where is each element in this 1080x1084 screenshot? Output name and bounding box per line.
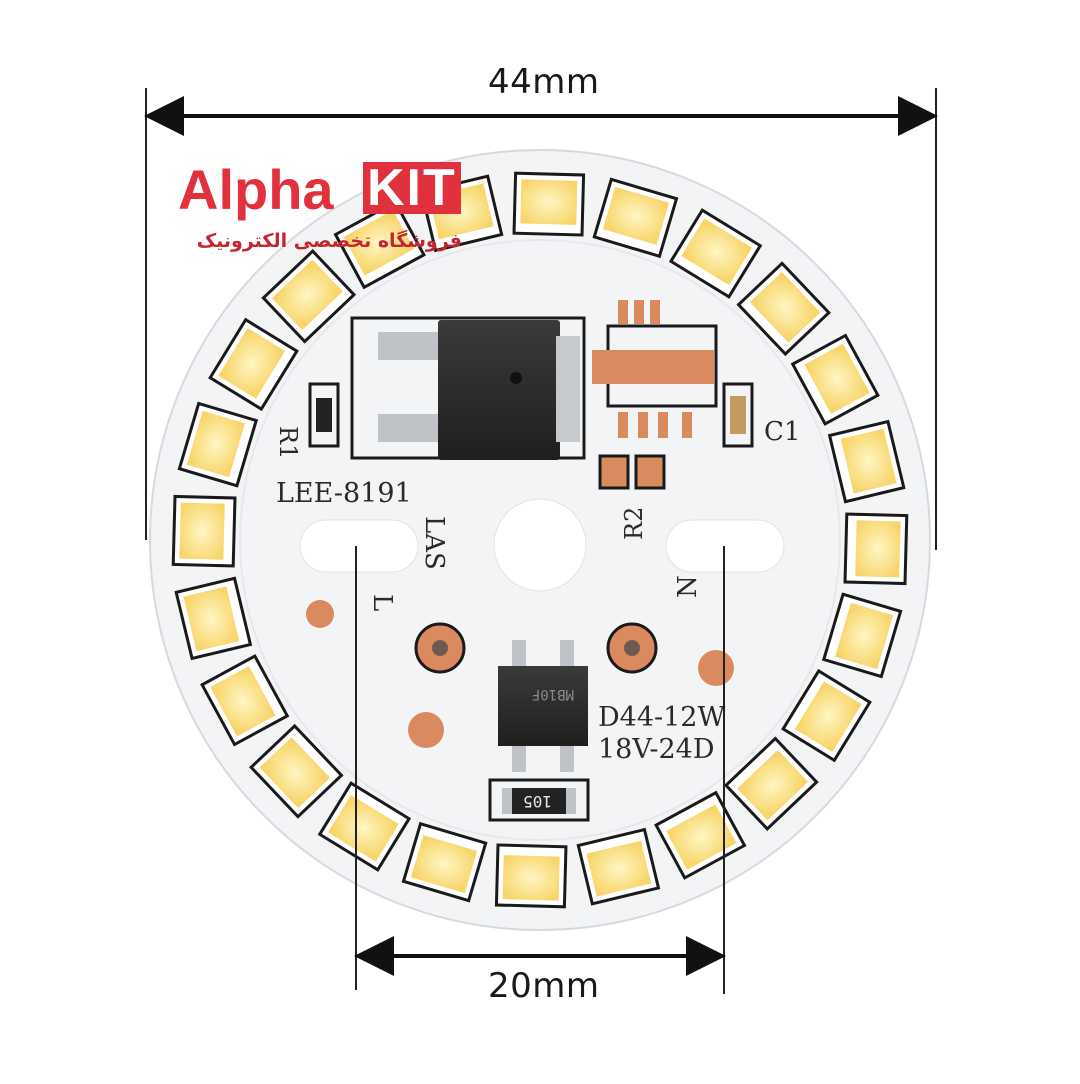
led-chip — [827, 419, 906, 504]
logo-text-kit: KIT — [363, 162, 461, 214]
led-chip — [261, 249, 357, 344]
label-r1: R1 — [274, 426, 302, 459]
led-chip — [317, 781, 412, 872]
led-chip — [723, 736, 819, 831]
label-model: LEE-8191 — [276, 478, 412, 509]
led-chip — [843, 512, 909, 586]
led-chip — [512, 171, 586, 237]
led-chip — [177, 401, 259, 488]
led-chip — [171, 494, 237, 568]
logo-text-alpha: Alpha — [178, 158, 334, 221]
led-chip — [576, 827, 661, 906]
label-rating: D44-12W — [598, 702, 725, 733]
led-chip — [208, 317, 299, 412]
led-chip — [790, 333, 880, 426]
dimension-width-label: 44mm — [488, 62, 600, 102]
label-r2: R2 — [620, 507, 648, 540]
center-mount-hole — [493, 498, 587, 592]
label-bridge-code: MB10F — [532, 686, 574, 702]
label-resistor-code: 105 — [523, 792, 552, 811]
resistor-r1 — [308, 382, 340, 448]
led-ring — [171, 171, 909, 909]
led-chip — [494, 843, 568, 909]
resistor-bottom — [488, 778, 590, 822]
slot-left — [299, 519, 419, 573]
led-chip — [668, 208, 763, 299]
dimension-top — [144, 88, 938, 550]
led-chip — [200, 654, 290, 747]
led-chip — [654, 790, 747, 880]
led-chip — [401, 821, 488, 903]
led-chip — [736, 261, 831, 357]
led-chip — [821, 592, 903, 679]
wire-pads — [414, 622, 658, 674]
copper-pads — [306, 300, 734, 748]
logo-tagline: فروشگاه تخصصی الکترونیک — [196, 230, 462, 252]
led-chip — [592, 177, 679, 259]
pcb-inner-ring — [239, 239, 841, 841]
led-chip — [174, 576, 253, 661]
dimension-bottom — [354, 546, 726, 994]
driver-ic — [350, 316, 586, 460]
capacitor-c1 — [722, 382, 754, 448]
led-chip — [781, 668, 872, 763]
bridge-rectifier — [498, 640, 588, 772]
label-c1: C1 — [764, 417, 800, 447]
led-chip — [249, 723, 344, 819]
led-chip — [333, 200, 426, 290]
label-neutral: N — [673, 575, 703, 598]
label-live: L — [367, 594, 397, 611]
label-voltage: 18V-24D — [598, 734, 715, 765]
dimension-spacing-label: 20mm — [488, 966, 600, 1006]
alphakit-logo: Alpha KIT فروشگاه تخصصی الکترونیک — [178, 158, 478, 258]
label-maker: LAS — [419, 516, 449, 570]
